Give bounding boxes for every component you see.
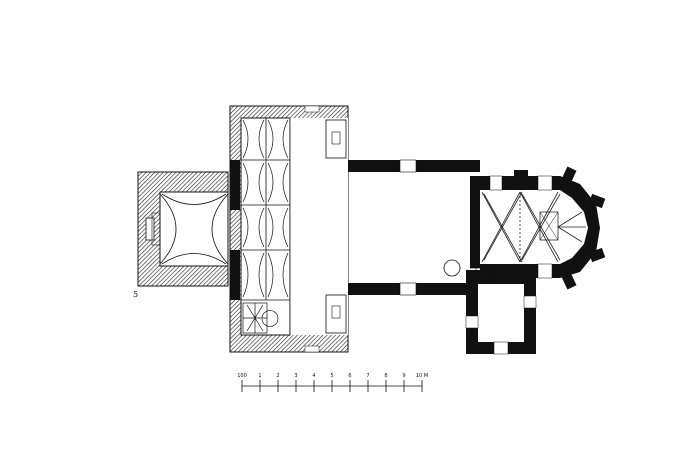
scale-label: 2 <box>276 373 279 379</box>
tower-stair <box>242 302 279 334</box>
scale-label: 7 <box>366 373 369 379</box>
scale-label: 1 <box>258 373 261 379</box>
scale-label: 100 <box>237 373 247 379</box>
tower-rib-vaults <box>242 119 289 298</box>
scale-label: 9 <box>402 373 405 379</box>
scale-ticks <box>241 380 423 392</box>
altar <box>539 211 559 241</box>
sacristy <box>443 259 537 355</box>
porch-step <box>145 217 155 241</box>
sacristy-window <box>465 315 479 329</box>
stair-turret <box>443 259 461 277</box>
scale-label: 4 <box>312 373 315 379</box>
nave <box>348 159 480 296</box>
tower-pier-south <box>230 250 240 300</box>
west-tower <box>229 105 349 353</box>
nave-window-south <box>399 282 417 296</box>
scale-label: 3 <box>294 373 297 379</box>
south-niche <box>325 294 347 334</box>
nave-window-north <box>399 159 417 173</box>
scale-label: 8 <box>384 373 387 379</box>
scale-label: 5 <box>330 373 333 379</box>
scale-label: 6 <box>348 373 351 379</box>
scale-bar: 100 1 2 3 4 5 6 7 8 9 10 M <box>237 373 428 392</box>
scale-label: 10 M <box>416 373 428 379</box>
tower-pier-north <box>230 160 240 210</box>
porch-corner-mark: 5 <box>133 290 138 299</box>
choir-rib-vault <box>481 191 586 263</box>
west-porch: 5 <box>133 171 229 299</box>
choir-buttress <box>514 170 528 180</box>
porch-vault <box>159 193 229 265</box>
scale-labels: 100 1 2 3 4 5 6 7 8 9 10 M <box>237 373 428 379</box>
north-niche <box>325 119 347 159</box>
